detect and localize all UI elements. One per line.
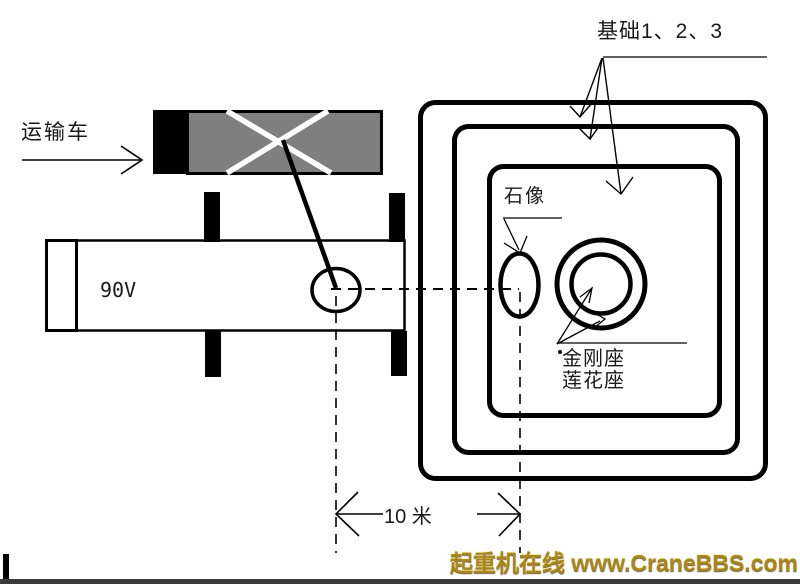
transport-arrow-head xyxy=(120,145,144,175)
foundation-arrow-2-head xyxy=(577,124,601,141)
beam-voltage-label: 90V xyxy=(100,278,137,302)
seat-arrow-long-shaft xyxy=(556,287,593,345)
foundation-arrow-1-head xyxy=(569,102,593,119)
seat-circle-outer xyxy=(554,237,648,331)
foundation-square-inner xyxy=(487,164,722,418)
outrigger-tick-bottom-right xyxy=(391,331,407,376)
stone-statue-label: 石像 xyxy=(504,186,547,207)
crane-beam-end-cap xyxy=(45,239,78,332)
lotus-seat-label: 莲花座 xyxy=(562,370,625,392)
trailer-crossing-stripe-2 xyxy=(225,108,330,176)
watermark-text: 起重机在线 www.CraneBBS.com xyxy=(449,550,798,576)
dimension-right-arrow-head xyxy=(497,492,522,537)
seat-leader-dot xyxy=(558,350,562,354)
foundation-arrow-3-head xyxy=(605,176,634,196)
seat-label: 金刚座 莲花座 xyxy=(562,348,625,392)
foundation-arrow-3-shaft xyxy=(602,57,622,195)
outrigger-tick-bottom-left xyxy=(205,331,221,377)
stone-statue-ellipse xyxy=(498,251,541,319)
seat-arrow-long-head xyxy=(579,286,593,304)
seat-circle-inner xyxy=(569,252,633,316)
outrigger-tick-top-left xyxy=(204,192,220,242)
dimension-left-arrow-head xyxy=(334,491,360,537)
dimension-label: 10 米 xyxy=(384,506,432,528)
seat-arrow-short-shaft xyxy=(556,320,601,345)
seat-arrow-short-head xyxy=(592,311,607,329)
outrigger-tick-top-right xyxy=(389,193,405,242)
foundation-arrow-1-shaft xyxy=(579,57,603,118)
foundation-label: 基础1、2、3 xyxy=(597,20,724,43)
foundation-square-middle xyxy=(452,124,740,455)
diamond-seat-label: 金刚座 xyxy=(562,348,625,370)
truck-cab xyxy=(153,110,186,174)
bottom-strip xyxy=(0,579,800,584)
transport-vehicle-label: 运输车 xyxy=(21,121,90,144)
hook-rope-line xyxy=(280,139,339,289)
foundation-square-outer xyxy=(418,100,768,481)
statue-arrow-head xyxy=(503,235,528,254)
statue-arrow-shaft xyxy=(503,218,520,251)
foundation-arrow-2-shaft xyxy=(589,57,603,140)
edge-mark-bar xyxy=(3,554,9,580)
